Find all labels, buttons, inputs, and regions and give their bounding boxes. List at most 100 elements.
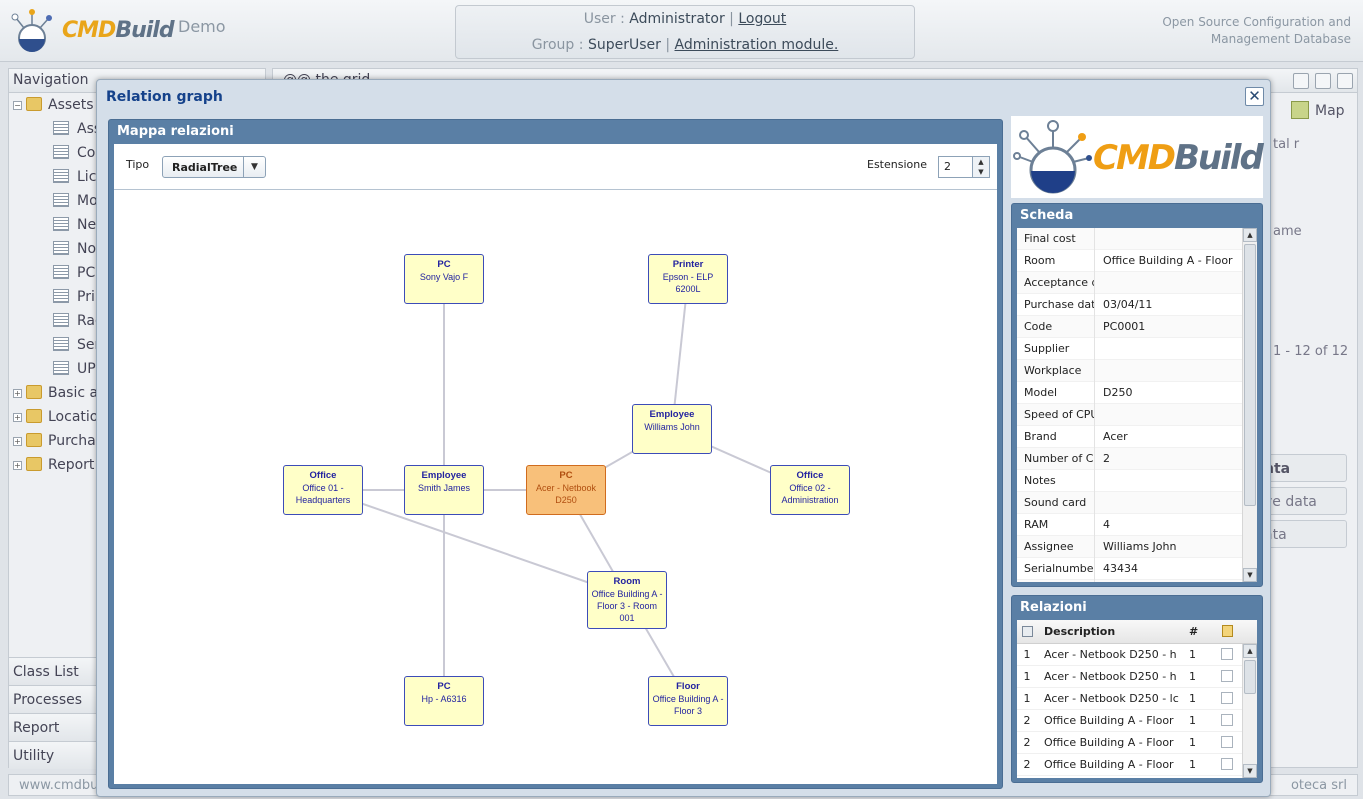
tree-folder[interactable]: +Report [13, 457, 95, 473]
relation-checkbox[interactable] [1221, 758, 1233, 770]
spinner-icon[interactable]: ▲▼ [972, 157, 989, 177]
minimize-icon[interactable] [1293, 73, 1309, 89]
relation-checkbox[interactable] [1221, 648, 1233, 660]
expand-icon[interactable]: + [13, 461, 22, 470]
node-type: Employee [421, 470, 467, 481]
tree-icon[interactable] [1017, 620, 1037, 644]
relation-level: 2 [1023, 736, 1031, 749]
relations-header: Description # [1017, 620, 1257, 644]
scroll-up-icon[interactable]: ▲ [1243, 644, 1257, 658]
tree-item[interactable]: Ser [9, 333, 265, 357]
field-label: Acceptance d [1019, 272, 1095, 294]
col-count[interactable]: # [1189, 625, 1199, 638]
tree-folder[interactable]: +Purcha [13, 433, 96, 449]
class-icon [53, 145, 69, 159]
col-description[interactable]: Description [1044, 625, 1116, 638]
close-icon[interactable]: ✕ [1245, 87, 1264, 106]
footer-url[interactable]: www.cmdbu [19, 778, 99, 793]
relation-checkbox[interactable] [1221, 714, 1233, 726]
card-field-row: Workplace [1017, 360, 1242, 382]
tree-folder[interactable]: +Locatio [13, 409, 99, 425]
node-type: PC [437, 681, 451, 692]
relation-checkbox[interactable] [1221, 692, 1233, 704]
relation-level: 1 [1023, 648, 1031, 661]
user-name: Administrator [629, 11, 725, 27]
maximize-icon[interactable] [1315, 73, 1331, 89]
tipo-select[interactable]: RadialTree▼ [162, 156, 266, 178]
tree-folder-assets[interactable]: −Assets [13, 97, 94, 113]
scroll-down-icon[interactable]: ▼ [1243, 568, 1257, 582]
scroll-down-icon[interactable]: ▼ [1243, 764, 1257, 778]
expand-icon[interactable]: + [13, 437, 22, 446]
relations-scrollbar[interactable]: ▲ ▼ [1242, 644, 1257, 778]
scroll-thumb[interactable] [1244, 660, 1256, 694]
map-button[interactable]: Map [1291, 101, 1345, 119]
tree-item[interactable]: Not [9, 237, 265, 261]
chevron-down-icon[interactable]: ▼ [243, 157, 265, 177]
admin-module-link[interactable]: Administration module. [674, 37, 839, 53]
field-label: Purchase dat [1019, 294, 1095, 316]
scroll-up-icon[interactable]: ▲ [1243, 228, 1257, 242]
grid-button-3[interactable]: ata [1263, 520, 1347, 548]
tree-item[interactable]: Prir [9, 285, 265, 309]
tree-item[interactable]: Net [9, 213, 265, 237]
logout-link[interactable]: Logout [738, 11, 787, 27]
copy-icon[interactable] [1217, 620, 1237, 644]
user-box: User : Administrator | Logout Group : Su… [455, 5, 915, 59]
tree-item[interactable]: Mo [9, 189, 265, 213]
field-label: Supplier [1019, 338, 1095, 360]
field-label: Final cost [1019, 228, 1095, 250]
relation-checkbox[interactable] [1221, 670, 1233, 682]
expand-icon[interactable]: + [13, 389, 22, 398]
node-type: PC [437, 259, 451, 270]
node-type: Floor [676, 681, 700, 692]
map-icon [1291, 101, 1309, 119]
field-value: 4 [1103, 518, 1110, 531]
scroll-thumb[interactable] [1244, 244, 1256, 506]
field-value: 43434 [1103, 562, 1138, 575]
grid-button-1[interactable]: nta [1263, 454, 1347, 482]
field-label: Number of C [1019, 448, 1095, 470]
estensione-stepper[interactable]: 2▲▼ [938, 156, 990, 178]
tree-item[interactable]: Cor [9, 141, 265, 165]
class-icon [53, 217, 69, 231]
save-data-button[interactable]: ve data [1263, 487, 1347, 515]
expand-icon[interactable]: + [13, 413, 22, 422]
node-label: Epson - ELP 6200L [662, 272, 714, 294]
relation-checkbox[interactable] [1221, 736, 1233, 748]
relation-graph-window: Relation graph ✕ Mappa relazioni Tipo Ra… [96, 79, 1271, 797]
card-scrollbar[interactable]: ▲ ▼ [1242, 228, 1257, 582]
relations-panel-title: Relazioni [1012, 596, 1262, 618]
collapse-icon[interactable]: − [13, 101, 22, 110]
close-icon[interactable] [1337, 73, 1353, 89]
tree-item[interactable]: PC [9, 261, 265, 285]
relation-description: Acer - Netbook D250 - h [1044, 670, 1177, 683]
tree-item[interactable]: Ass [9, 117, 265, 141]
class-icon [53, 289, 69, 303]
class-icon [53, 121, 69, 135]
folder-icon [26, 385, 42, 399]
tree-folder[interactable]: +Basic a [13, 385, 99, 401]
grid-cell-fragment: ame [1273, 224, 1302, 239]
